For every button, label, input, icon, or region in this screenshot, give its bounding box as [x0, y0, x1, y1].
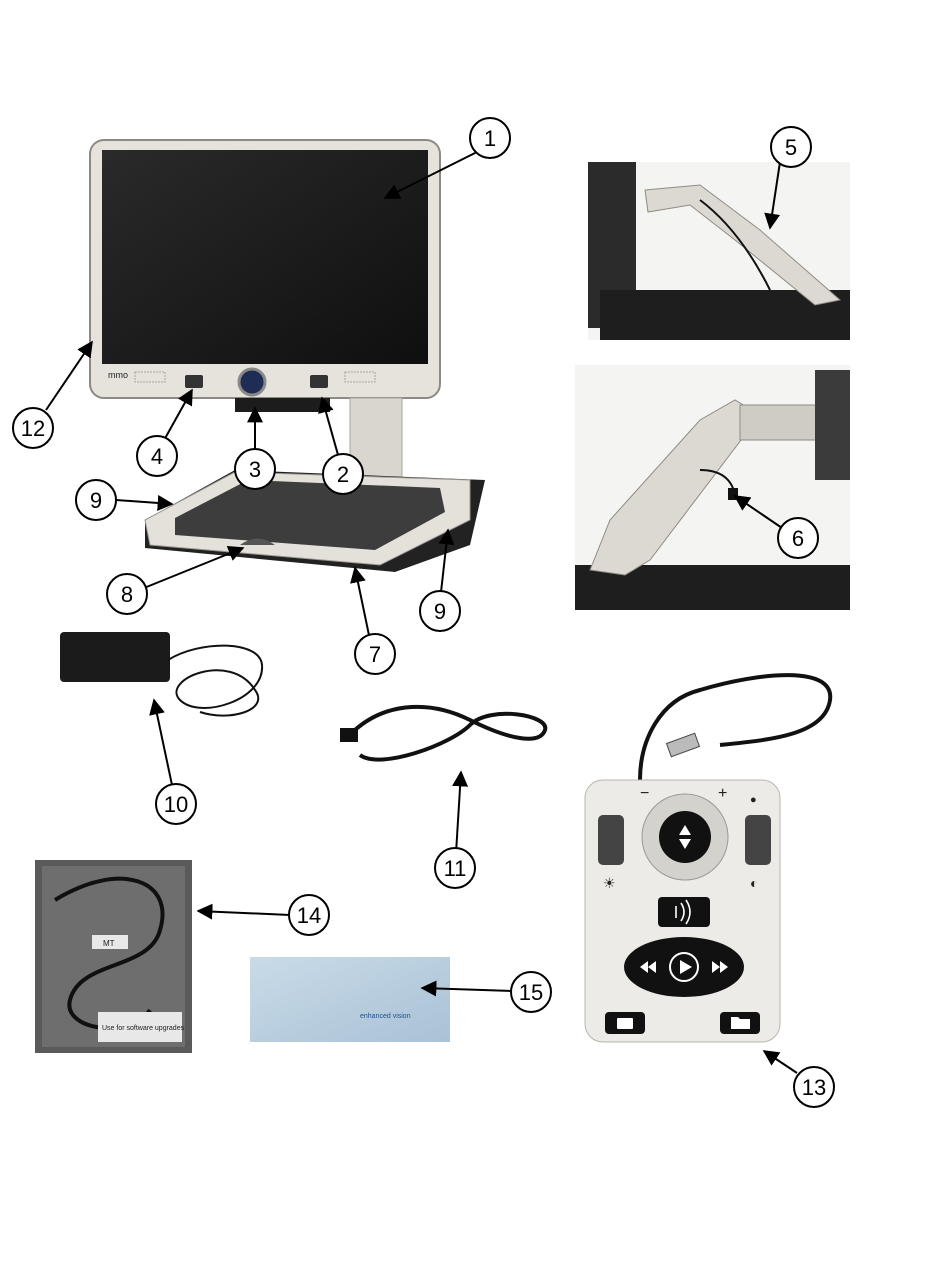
arm-view-bottom: [575, 365, 850, 610]
callout-label-4: 4: [151, 444, 163, 469]
card-brand-text: enhanced vision: [360, 1013, 411, 1020]
arrow-2: [322, 398, 340, 462]
power-cord-cable: [345, 707, 545, 760]
button-4[interactable]: [185, 375, 203, 388]
left-roller[interactable]: [598, 815, 624, 865]
callout-12: 12: [13, 408, 53, 448]
monitor-screen: [102, 150, 428, 364]
callout-11: 11: [435, 848, 475, 888]
callout-1: 1: [470, 118, 510, 158]
brand-label: mmo: [108, 370, 128, 380]
arm-joint: [740, 405, 820, 440]
callout-label-9-right: 9: [434, 599, 446, 624]
contrast-symbol: ◐: [750, 875, 758, 891]
callout-7: 7: [355, 634, 395, 674]
arrow-12: [46, 342, 92, 410]
callout-label-3: 3: [249, 457, 261, 482]
bag-tag-text: MT: [103, 939, 115, 948]
callout-4: 4: [137, 436, 177, 476]
callout-label-2: 2: [337, 462, 349, 487]
control-knob[interactable]: [239, 369, 265, 395]
arrow-13: [764, 1051, 797, 1073]
arrow-9-left: [116, 500, 172, 504]
callout-label-9-left: 9: [90, 488, 102, 513]
power-adapter: [60, 632, 170, 682]
power-cord-plug: [340, 728, 358, 742]
usb-cable-bag: MT Use for software upgrades: [35, 860, 192, 1053]
callout-9-right: 9: [420, 591, 460, 631]
camera-housing: [235, 398, 330, 412]
camera-icon: [617, 1018, 633, 1029]
callout-15: 15: [511, 972, 551, 1012]
cleaning-card: enhanced vision: [250, 957, 450, 1042]
power-cord: [340, 707, 545, 760]
arrow-11: [456, 772, 461, 853]
callout-5: 5: [771, 127, 811, 167]
dot-symbol: ●: [750, 794, 757, 806]
main-device: mmo: [90, 140, 485, 572]
callout-label-1: 1: [484, 126, 496, 151]
arrow-14: [198, 911, 290, 915]
arm-view-top: [588, 162, 850, 340]
callout-2: 2: [323, 454, 363, 494]
card-body: [250, 957, 450, 1042]
callout-label-11: 11: [444, 856, 467, 881]
callout-label-14: 14: [297, 903, 321, 928]
plus-symbol: +: [718, 785, 727, 802]
zoom-center-button[interactable]: [659, 811, 711, 863]
callout-14: 14: [289, 895, 329, 935]
right-roller[interactable]: [745, 815, 771, 865]
controller-cable: [640, 675, 830, 780]
callout-label-13: 13: [802, 1075, 826, 1100]
callout-3: 3: [235, 449, 275, 489]
remote-controller: − + ● ☀ ◐: [585, 675, 830, 1042]
callout-label-5: 5: [785, 135, 797, 160]
arrow-8: [144, 548, 243, 588]
callout-label-6: 6: [792, 526, 804, 551]
power-supply: [60, 632, 262, 716]
callout-label-10: 10: [164, 792, 188, 817]
arrow-7: [355, 568, 370, 640]
button-2[interactable]: [310, 375, 328, 388]
power-adapter-cable: [168, 646, 262, 716]
callout-label-12: 12: [21, 416, 45, 441]
callout-label-15: 15: [519, 980, 543, 1005]
callout-label-8: 8: [121, 582, 133, 607]
callout-9-left: 9: [76, 480, 116, 520]
callout-label-7: 7: [369, 642, 381, 667]
callout-13: 13: [794, 1067, 834, 1107]
usb-plug: [667, 733, 700, 756]
arrow-10: [154, 700, 172, 785]
callout-10: 10: [156, 784, 196, 824]
callout-6: 6: [778, 518, 818, 558]
minus-symbol: −: [640, 785, 649, 802]
bag-note-text: Use for software upgrades: [102, 1025, 185, 1032]
brightness-symbol: ☀: [603, 875, 616, 891]
monitor-side-bottom: [815, 370, 850, 480]
callout-8: 8: [107, 574, 147, 614]
